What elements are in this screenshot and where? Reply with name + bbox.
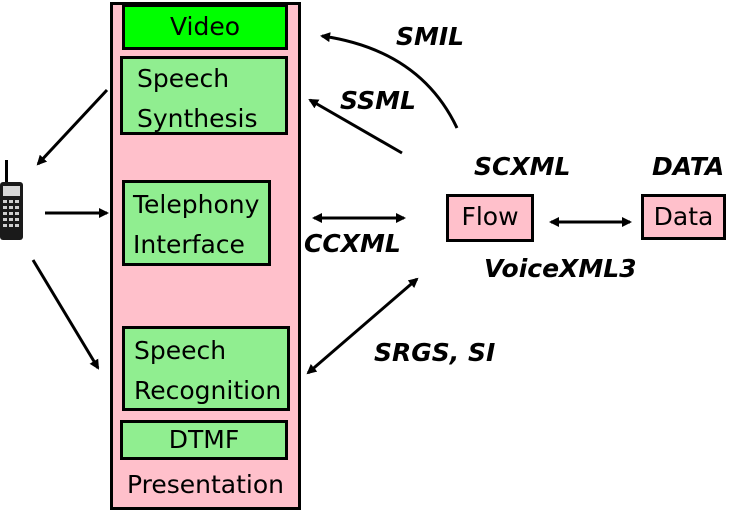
ccxml-label: CCXML [304,229,401,258]
smil-arrow [320,32,459,129]
dtmf-label: DTMF [168,425,240,454]
data-box: Data [641,194,726,240]
phone-to-recognition-arrow [31,259,100,370]
video-label: Video [169,12,241,41]
srgs-arrow [306,277,419,375]
data-language-label: DATA [652,152,725,181]
voicexml3-label: VoiceXML3 [484,254,637,283]
ssml-label: SSML [340,86,416,115]
flow-label: Flow [461,202,519,231]
speech-recognition-label-line1: Speech [134,336,227,365]
dtmf-box: DTMF [120,420,288,460]
speech-synthesis-box: Speech Synthesis [120,56,288,135]
speech-synthesis-label-line1: Speech [137,64,230,93]
synthesis-to-phone-arrow [36,88,109,166]
video-box: Video [122,4,288,50]
ssml-arrow [308,98,403,155]
flow-box: Flow [446,194,534,242]
presentation-label: Presentation [127,470,285,499]
mobile-phone-icon [0,160,23,240]
data-label: Data [653,202,714,231]
scxml-label: SCXML [474,152,571,181]
telephony-interface-label-line1: Telephony [133,190,260,219]
telephony-interface-label-line2: Interface [133,230,245,259]
speech-recognition-box: Speech Recognition [122,326,290,411]
speech-synthesis-label-line2: Synthesis [137,104,258,133]
speech-recognition-label-line2: Recognition [134,376,282,405]
smil-label: SMIL [396,22,465,51]
telephony-interface-box: Telephony Interface [122,180,271,266]
